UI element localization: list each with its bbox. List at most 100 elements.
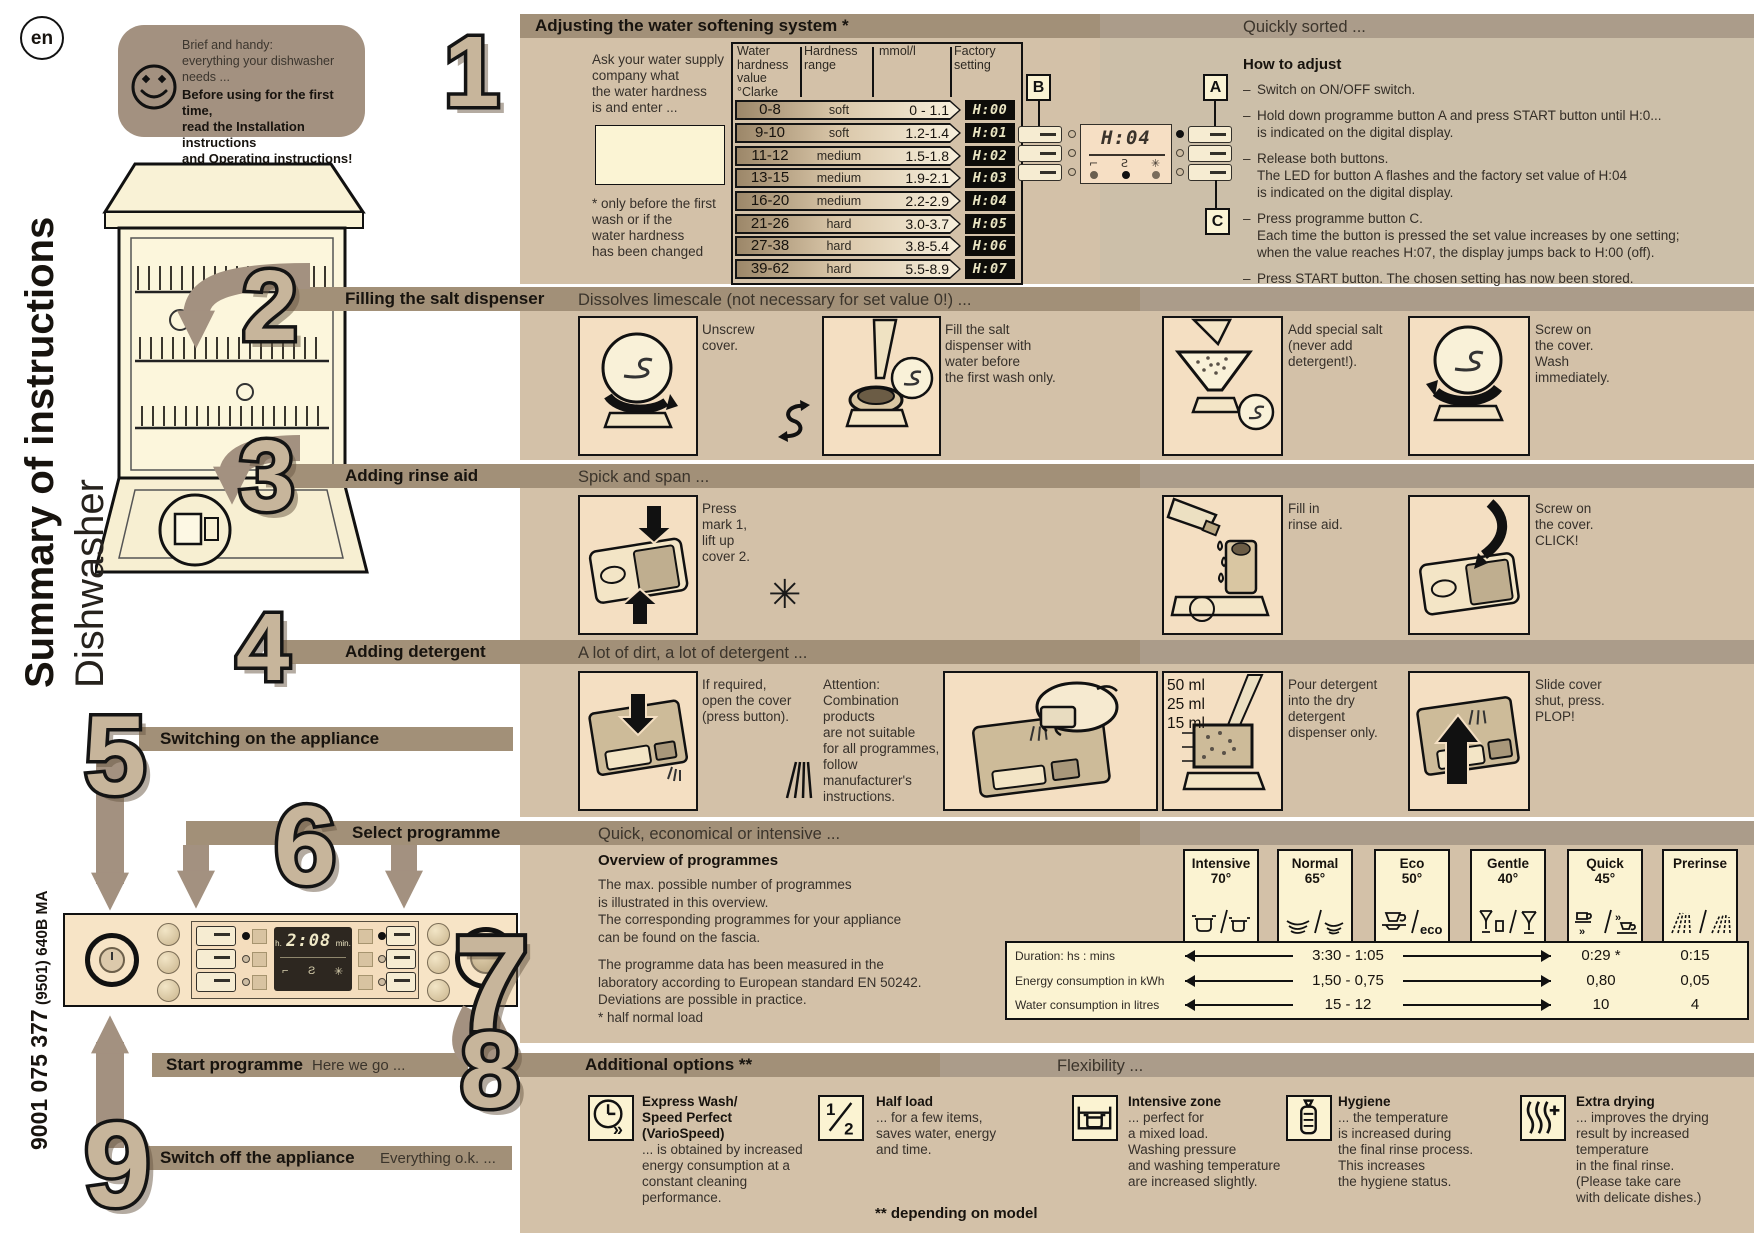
- baby-bottle-icon: [1300, 1099, 1317, 1135]
- detergent-tab-illustration: [943, 671, 1158, 811]
- glasses-icon: [1479, 909, 1537, 934]
- intensive-zone-tile: [1072, 1095, 1118, 1141]
- salt-caption-3: Add special salt (never add detergent!).: [1288, 322, 1383, 369]
- detergent-ml-labels: 50 ml 25 ml 15 ml: [1167, 677, 1205, 732]
- pot-basket-icon: [1077, 1106, 1112, 1130]
- programme-module: h. 2:08 min. ⌐ Ƨ ✳: [191, 921, 419, 999]
- range-arrow-left: [1185, 974, 1293, 987]
- first-wash-footnote: * only before the first wash or if the w…: [592, 196, 716, 259]
- detergent-caption-2: Pour detergent into the dry detergent di…: [1288, 677, 1378, 740]
- svg-text:4: 4: [236, 594, 289, 701]
- detergent-caption-3: Slide cover shut, press. PLOP!: [1535, 677, 1605, 724]
- section4-tagline: A lot of dirt, a lot of detergent ...: [578, 644, 808, 662]
- col-clarke: Water hardness value °Clarke: [737, 44, 789, 99]
- step-connectors: [91, 263, 508, 1148]
- fascia-button: [157, 923, 180, 946]
- intro-bubble: Brief and handy: everything your dishwas…: [118, 25, 365, 166]
- table-divider: [800, 47, 802, 97]
- range-arrow-right: [1403, 950, 1551, 963]
- on-off-button: [85, 933, 139, 987]
- arrow-step7-tail: [452, 1005, 506, 1074]
- section9-bar: [148, 1146, 512, 1170]
- eco-icon: eco: [1382, 909, 1442, 937]
- button-label-c: C: [1205, 208, 1230, 235]
- adjust-panel-illustration: B A C H:04 ⌐ Ƨ ✳: [1018, 68, 1238, 243]
- range-arrow-left: [1185, 950, 1293, 963]
- svg-text:6: 6: [274, 783, 336, 908]
- salt-unscrew-illustration: [578, 316, 698, 456]
- detergent-close-illustration: [1408, 671, 1530, 811]
- half-load-option: Half load... for a few items, saves wate…: [876, 1094, 997, 1157]
- setting-display: H:01: [965, 123, 1015, 143]
- svg-text:5: 5: [84, 693, 146, 818]
- section2-bar-right: [1140, 287, 1754, 311]
- programme-button-c: [1188, 164, 1232, 181]
- section2-title: Filling the salt dispenser: [345, 289, 545, 308]
- range-arrow-right: [1403, 974, 1551, 987]
- svg-text:1: 1: [451, 23, 507, 135]
- setting-display: H:03: [965, 168, 1015, 188]
- smiley-icon: [131, 64, 177, 110]
- programme-button: [196, 972, 236, 992]
- digital-display: H:04 ⌐ Ƨ ✳: [1080, 124, 1172, 184]
- col-range: Hardness range: [804, 44, 858, 72]
- rinse-caption-2: Fill in rinse aid.: [1288, 501, 1343, 532]
- rinse-aid-symbol-icon: ✳: [768, 573, 802, 617]
- col-mmol: mmol/l: [879, 44, 916, 58]
- fascia-button: [157, 951, 180, 974]
- salt-caption-1: Unscrew cover.: [702, 322, 755, 353]
- svg-text:9: 9: [91, 1105, 158, 1239]
- hygiene-tile: [1286, 1095, 1332, 1141]
- pot-pot-icon: [1192, 909, 1250, 934]
- section1-title: Adjusting the water softening system *: [535, 16, 849, 35]
- button-label-b: B: [1026, 74, 1051, 101]
- table-divider: [950, 47, 952, 97]
- section1-tagline: Quickly sorted ...: [1243, 18, 1366, 36]
- section8-title: Start programme: [166, 1055, 303, 1074]
- svg-text:6: 6: [281, 790, 343, 915]
- programme-button: [1018, 126, 1062, 143]
- extra-drying-tile: [1520, 1095, 1566, 1141]
- section3-bar: [280, 464, 1140, 488]
- model-footnote: ** depending on model: [875, 1205, 1038, 1222]
- programme-button: [386, 972, 416, 992]
- arrow-step3: [213, 435, 301, 505]
- adjust-step: Release both buttons. The LED for button…: [1243, 150, 1731, 201]
- adjust-step: Hold down programme button A and press S…: [1243, 107, 1731, 141]
- fascia-button: [427, 979, 450, 1002]
- step-number-4: 44: [233, 591, 297, 709]
- salt-funnel-illustration: [1162, 316, 1283, 456]
- adjust-step: Press programme button C. Each time the …: [1243, 210, 1731, 261]
- prerinse-spray-icon: [1671, 909, 1731, 934]
- section3-title: Adding rinse aid: [345, 466, 479, 485]
- overview-paragraph-2: The programme data has been measured in …: [598, 957, 922, 1025]
- section9-title: Switch off the appliance: [160, 1148, 355, 1167]
- fascia-illustration: h. 2:08 min. ⌐ Ƨ ✳: [63, 913, 518, 1007]
- fascia-button: [427, 951, 450, 974]
- svg-text:8: 8: [460, 1009, 520, 1130]
- plates-icon: [1286, 909, 1344, 935]
- start-dial: [455, 927, 517, 989]
- section7-bar: [505, 1053, 940, 1077]
- programme-button: [1188, 145, 1232, 162]
- quick-dishes-icon: »»: [1575, 909, 1637, 937]
- section2-body: [520, 310, 1754, 460]
- salt-screw-on-illustration: [1408, 316, 1530, 456]
- section2-tagline: Dissolves limescale (not necessary for s…: [578, 291, 972, 309]
- svg-text:2: 2: [242, 250, 298, 362]
- svg-text:5: 5: [91, 700, 153, 825]
- range-arrow-left: [1185, 998, 1293, 1011]
- express-wash-tile: »: [588, 1095, 634, 1141]
- express-wash-option: Express Wash/ Speed Perfect (VarioSpeed)…: [642, 1094, 803, 1205]
- svg-text:4: 4: [243, 601, 296, 708]
- rinse-aid-icon: ✳: [334, 966, 344, 978]
- programme-button-a: [1188, 126, 1232, 143]
